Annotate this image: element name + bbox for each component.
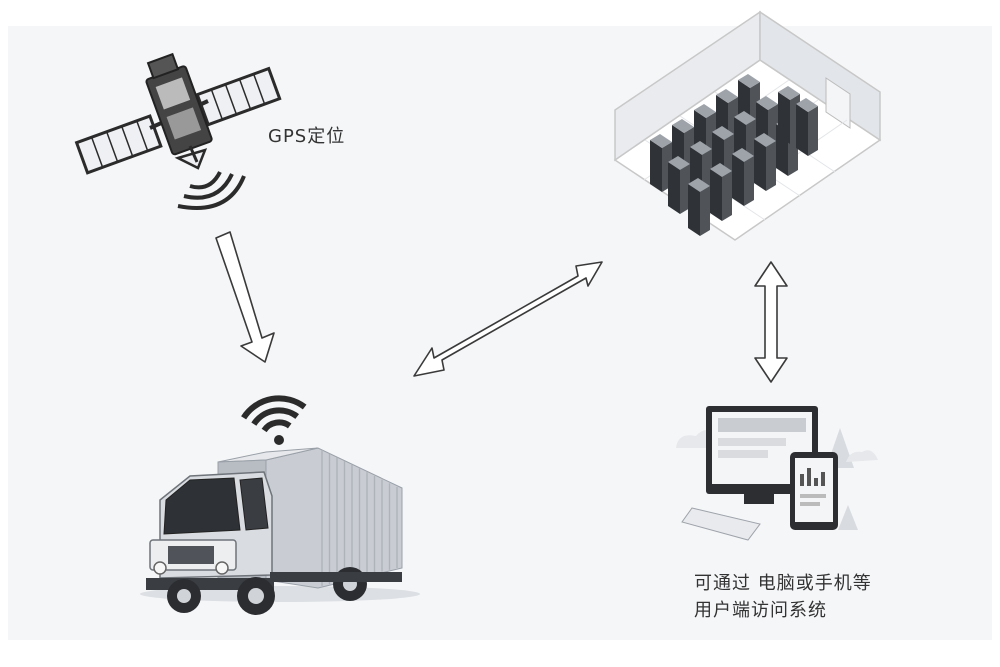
server-rack: [710, 163, 732, 221]
server-rack: [650, 134, 672, 192]
server-rack: [732, 148, 754, 206]
access-label-line2: 用户端访问系统: [694, 600, 827, 621]
gps-label: GPS定位: [268, 126, 346, 147]
computer-phone-icon: [676, 406, 878, 541]
server-rack: [796, 98, 818, 156]
server-rack: [668, 156, 690, 214]
arrow-satellite-to-truck: [215, 231, 275, 363]
server-rack: [754, 133, 776, 191]
arrow-datacenter-computer: [754, 261, 788, 383]
data-center-icon: [613, 10, 882, 241]
satellite-icon: [74, 52, 282, 210]
arrow-truck-datacenter: [413, 261, 603, 377]
truck-icon: [140, 447, 420, 615]
access-label-line1: 可通过 电脑或手机等: [694, 573, 872, 594]
server-rack: [688, 178, 710, 236]
server-racks: [650, 74, 818, 236]
wifi-signal-icon: [241, 395, 307, 445]
